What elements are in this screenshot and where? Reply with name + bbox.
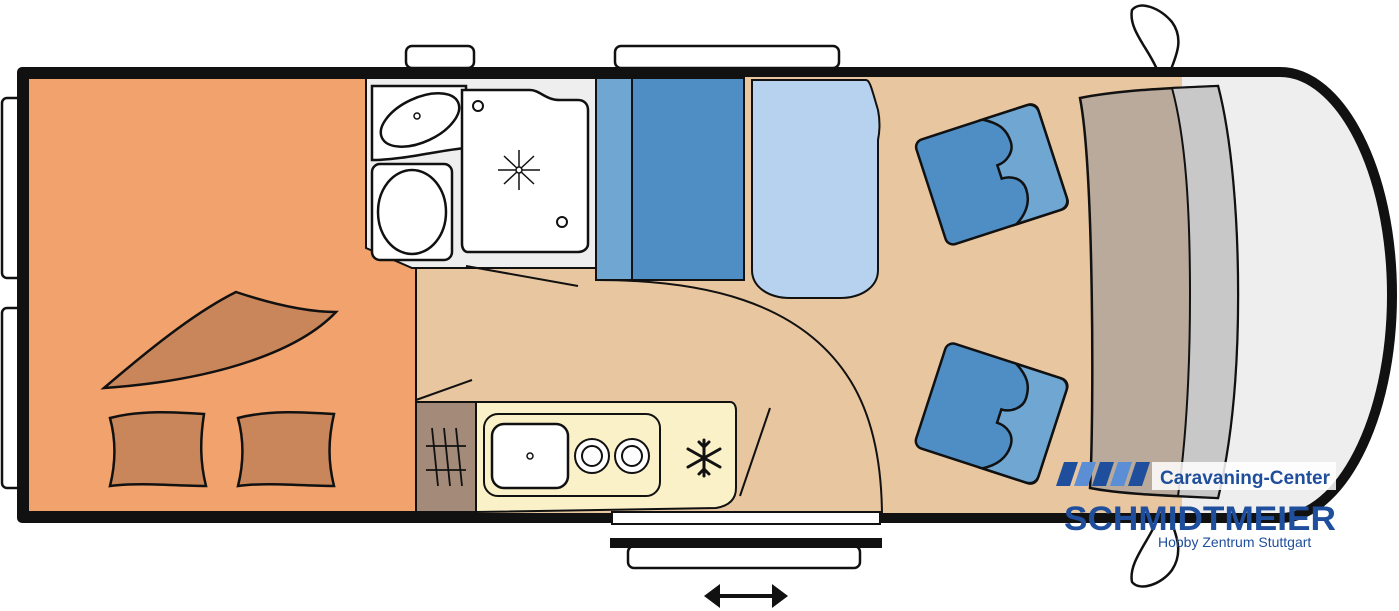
top-window-seating: [613, 44, 841, 70]
entrance-door-rail: [610, 538, 882, 548]
logo-banner: [1152, 462, 1336, 490]
burner-right: [614, 438, 650, 474]
top-window-bathroom: [404, 44, 476, 70]
shower-corner-drain-bottom: [556, 216, 568, 228]
burner-left-inner: [581, 445, 603, 467]
dealer-logo: Caravaning-Center SCHMIDTMEIER Hobby Zen…: [1056, 462, 1336, 550]
kitchen-sink-drain: [526, 452, 534, 460]
snowflake-icon: [686, 438, 722, 478]
wardrobe: [415, 401, 477, 513]
kitchen-door: [739, 407, 771, 497]
mirror-bottom: [1130, 517, 1180, 588]
burner-left: [574, 438, 610, 474]
logo-chevron-marks: [1056, 462, 1150, 486]
bathroom-door: [465, 265, 579, 287]
bedroom-door: [415, 379, 473, 401]
passenger-seat: [914, 342, 1069, 485]
bed-pillow-right: [236, 410, 336, 488]
entrance-step: [626, 544, 862, 570]
mirror-top: [1130, 4, 1180, 73]
bench-seat: [631, 77, 745, 281]
driver-seat: [914, 103, 1069, 246]
burner-right-inner: [621, 445, 643, 467]
drain-center: [515, 166, 523, 174]
entrance-door: [611, 511, 881, 525]
shower-tray: [460, 88, 590, 254]
windshield-strip: [1170, 84, 1240, 500]
logo-line-2: SCHMIDTMEIER: [1064, 500, 1336, 538]
toilet-seat: [376, 168, 448, 256]
logo-line-3: Hobby Zentrum Stuttgart: [1158, 534, 1311, 550]
dinette-table: [751, 79, 881, 299]
bedroom-area: [27, 77, 417, 513]
bench-backrest: [595, 77, 633, 281]
sink-bowl: [379, 92, 461, 148]
shower-corner-drain-top: [472, 100, 484, 112]
vehicle-outline: [17, 67, 1397, 523]
aisle-curve: [595, 279, 883, 519]
bed-pillow-left: [108, 410, 208, 488]
wardrobe-hangers: [426, 427, 466, 487]
sink-drain: [413, 112, 421, 120]
logo-line-1: Caravaning-Center: [1160, 468, 1331, 489]
double-arrow-icon: [704, 584, 788, 608]
bed-blanket: [100, 290, 339, 390]
